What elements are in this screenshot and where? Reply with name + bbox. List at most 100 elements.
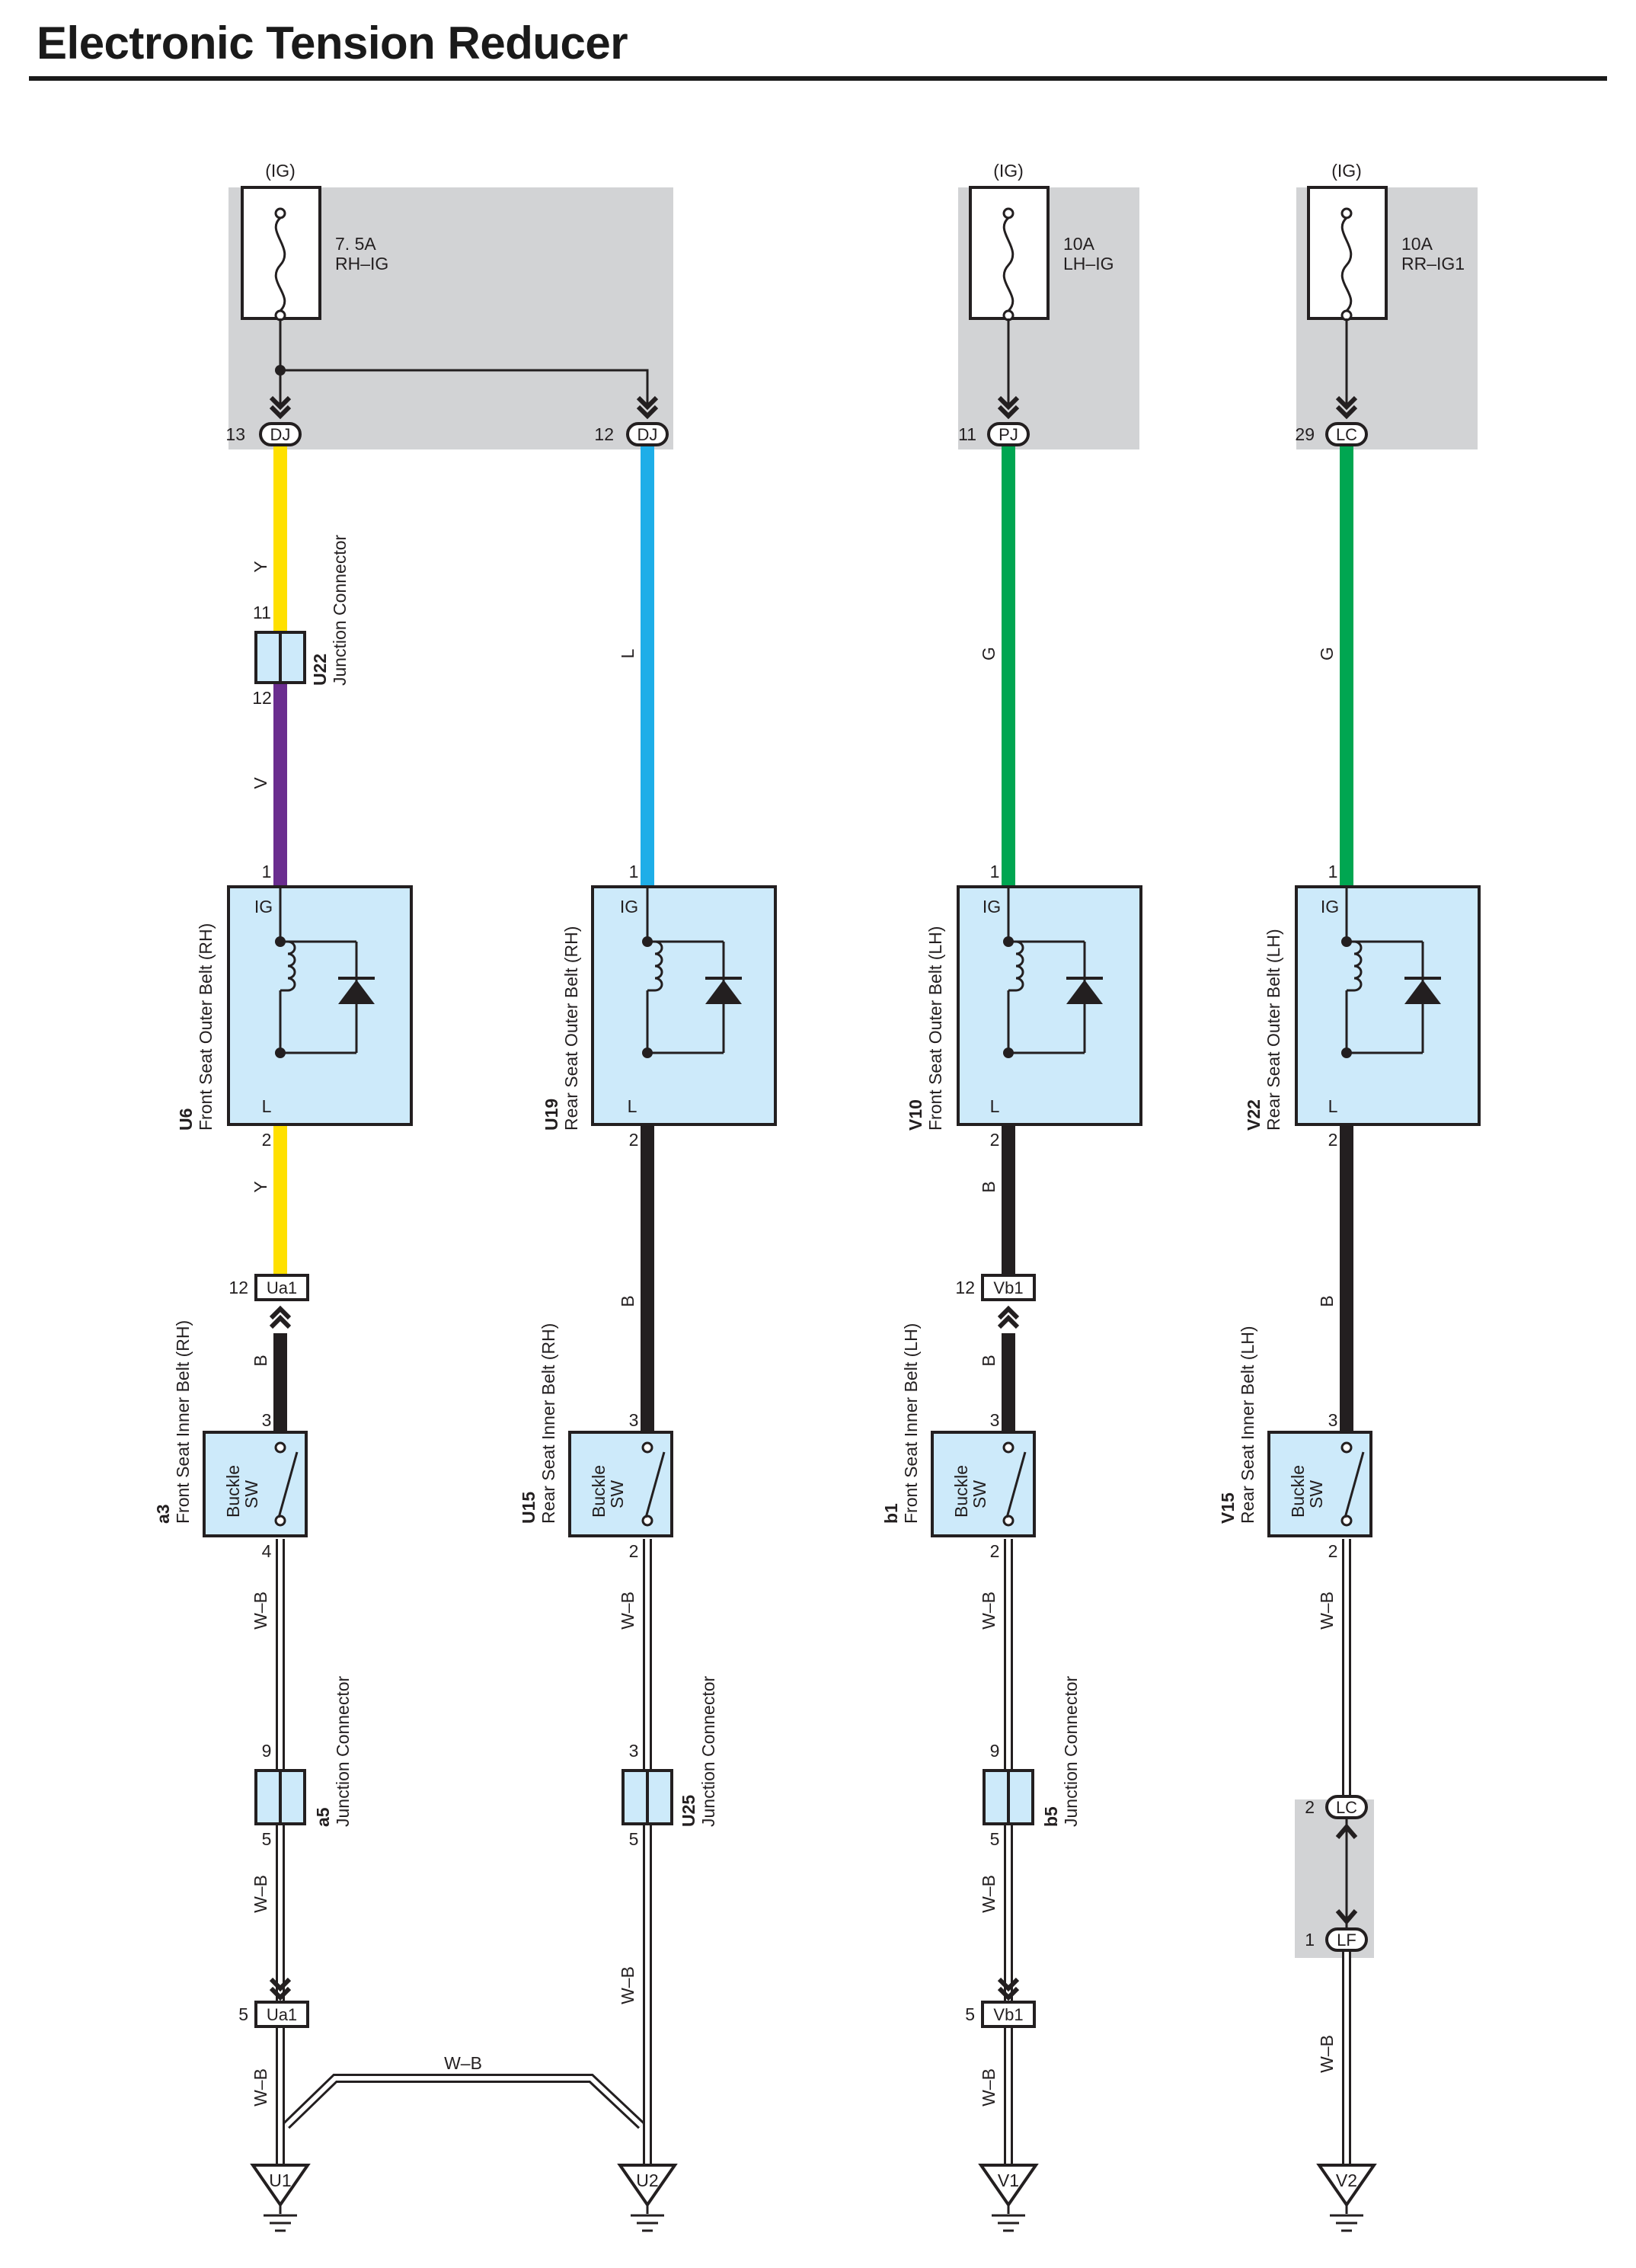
- component-id: U15: [519, 1492, 538, 1524]
- wire-color-label: Y: [251, 561, 270, 572]
- ground-label: U1: [269, 2170, 291, 2190]
- wire-color-label: B: [979, 1181, 999, 1192]
- ground-label: V1: [998, 2170, 1019, 2190]
- page-title: Electronic Tension Reducer: [37, 18, 628, 69]
- pin-number: 1: [1328, 862, 1338, 881]
- outer-belt-u6: IG L 1 2 U6 Front Seat Outer Belt (RH): [176, 862, 413, 1150]
- pin-number: 11: [253, 603, 271, 622]
- terminal-label: L: [628, 1096, 637, 1116]
- pin-number: 3: [262, 1410, 272, 1430]
- component-name: Front Seat Outer Belt (LH): [925, 926, 945, 1131]
- component-id: V15: [1218, 1492, 1238, 1524]
- wire-color-label: W–B: [1317, 1591, 1337, 1630]
- title-divider: [29, 76, 1607, 81]
- wire-color-label: B: [251, 1355, 270, 1366]
- pin-number: 3: [629, 1410, 639, 1430]
- buckle-switch-b1: Buckle SW 3 2 b1 Front Seat Inner Belt (…: [881, 1323, 1036, 1561]
- fuse-lh-ig: (IG) 10A LH–IG: [969, 161, 1114, 321]
- connector-pj-11: PJ 11: [958, 422, 1030, 446]
- component-name: Rear Seat Inner Belt (RH): [538, 1323, 558, 1524]
- component-name: Front Seat Outer Belt (RH): [196, 923, 216, 1131]
- fuse-rating: 10A: [1401, 234, 1433, 254]
- fuse-source: (IG): [265, 161, 296, 181]
- connector-dj-13: DJ 13: [225, 422, 302, 446]
- connector-code: Ua1: [267, 2005, 297, 2024]
- pin-number: 2: [629, 1541, 639, 1561]
- pin-number: 2: [1305, 1797, 1315, 1817]
- component-name: Front Seat Inner Belt (RH): [173, 1320, 193, 1524]
- wire-color-label: W–B: [444, 2053, 482, 2073]
- wire-color-label: W–B: [979, 1875, 999, 1913]
- ground-label: V2: [1336, 2170, 1357, 2190]
- wire-color-label: W–B: [251, 2068, 270, 2106]
- component-id: b1: [881, 1503, 901, 1524]
- component-name: Rear Seat Outer Belt (LH): [1264, 929, 1283, 1131]
- wire-color-label: B: [979, 1355, 999, 1366]
- wire-color-label: W–B: [1317, 2035, 1337, 2073]
- pin-number: 5: [238, 2004, 248, 2024]
- wire-color-label: W–B: [251, 1875, 270, 1913]
- fuse-rh-ig: (IG) 7. 5A RH–IG: [241, 161, 388, 321]
- component-id: b5: [1041, 1806, 1061, 1827]
- wire-color-label: W–B: [618, 1966, 637, 2004]
- connector-code: DJ: [637, 425, 658, 444]
- wire-color-label: L: [618, 648, 637, 658]
- ground-u2: U2: [618, 2164, 676, 2232]
- pin-number: 3: [990, 1410, 1000, 1430]
- connector-lf-1: LF 1: [1305, 1927, 1368, 1952]
- wire-color-label: G: [979, 647, 999, 661]
- pin-number: 3: [1328, 1410, 1338, 1430]
- buckle-label: SW: [1306, 1480, 1326, 1508]
- fuse-output-wires: [279, 318, 1348, 404]
- ground-u1: U1: [251, 2164, 309, 2232]
- component-name: Junction Connector: [330, 534, 350, 686]
- outer-belt-v22: IG L 1 2 V22 Rear Seat Outer Belt (LH): [1244, 862, 1481, 1150]
- wire-color-label: B: [1317, 1295, 1337, 1307]
- component-name: Junction Connector: [333, 1675, 353, 1827]
- buckle-label: Buckle: [589, 1465, 609, 1518]
- fuse-name: RH–IG: [335, 254, 388, 274]
- connector-lc-29: LC 29: [1295, 422, 1368, 446]
- arrow-up-icon: [1335, 1823, 1358, 1839]
- terminal-label: IG: [254, 897, 273, 916]
- component-name: Junction Connector: [698, 1675, 718, 1827]
- buckle-switch-v15: Buckle SW 3 2 V15 Rear Seat Inner Belt (…: [1218, 1326, 1372, 1561]
- pin-number: 11: [958, 424, 976, 444]
- component-id: U25: [679, 1795, 698, 1827]
- junction-connector-a5: 9 5 a5 Junction Connector: [254, 1675, 353, 1849]
- junction-connector-b5: 9 5 b5 Junction Connector: [983, 1675, 1081, 1849]
- pin-number: 1: [990, 862, 1000, 881]
- wire-color-label: W–B: [251, 1591, 270, 1630]
- buckle-label: Buckle: [1288, 1465, 1308, 1518]
- wire-color-label: W–B: [979, 1591, 999, 1630]
- fuse-name: LH–IG: [1063, 254, 1114, 274]
- ground-label: U2: [636, 2170, 658, 2190]
- pin-number: 5: [990, 1829, 1000, 1849]
- connector-ua1-5: Ua1 5: [238, 1979, 309, 2028]
- outer-belt-v10: IG L 1 2 V10 Front Seat Outer Belt (LH): [906, 862, 1142, 1150]
- connector-code: PJ: [999, 425, 1018, 444]
- wire-color-label: Y: [251, 1181, 270, 1192]
- component-id: U6: [176, 1108, 196, 1131]
- pin-number: 9: [990, 1741, 1000, 1761]
- component-id: a5: [313, 1807, 333, 1827]
- terminal-label: IG: [983, 897, 1001, 916]
- connector-ua1-12: Ua1 12: [228, 1274, 309, 1327]
- junction-connector-u25: 3 5 U25 Junction Connector: [621, 1675, 718, 1849]
- buckle-label: Buckle: [951, 1465, 971, 1518]
- pin-number: 2: [990, 1130, 1000, 1150]
- terminal-label: L: [1328, 1096, 1338, 1116]
- pin-number: 13: [225, 424, 245, 444]
- fuse-rr-ig1: (IG) 10A RR–IG1: [1307, 161, 1465, 321]
- splice-dot: [275, 365, 286, 376]
- connector-vb1-12: Vb1 12: [955, 1274, 1036, 1327]
- pin-number: 29: [1295, 424, 1315, 444]
- connector-vb1-5: Vb1 5: [965, 1979, 1036, 2028]
- component-name: Rear Seat Outer Belt (RH): [561, 926, 581, 1131]
- junction-connector-u22: 11 12 U22 Junction Connector: [252, 534, 350, 708]
- connector-code: DJ: [270, 425, 291, 444]
- pin-number: 5: [262, 1829, 272, 1849]
- ground-v1: V1: [979, 2164, 1037, 2232]
- pin-number: 1: [262, 862, 272, 881]
- fuse-source: (IG): [993, 161, 1024, 181]
